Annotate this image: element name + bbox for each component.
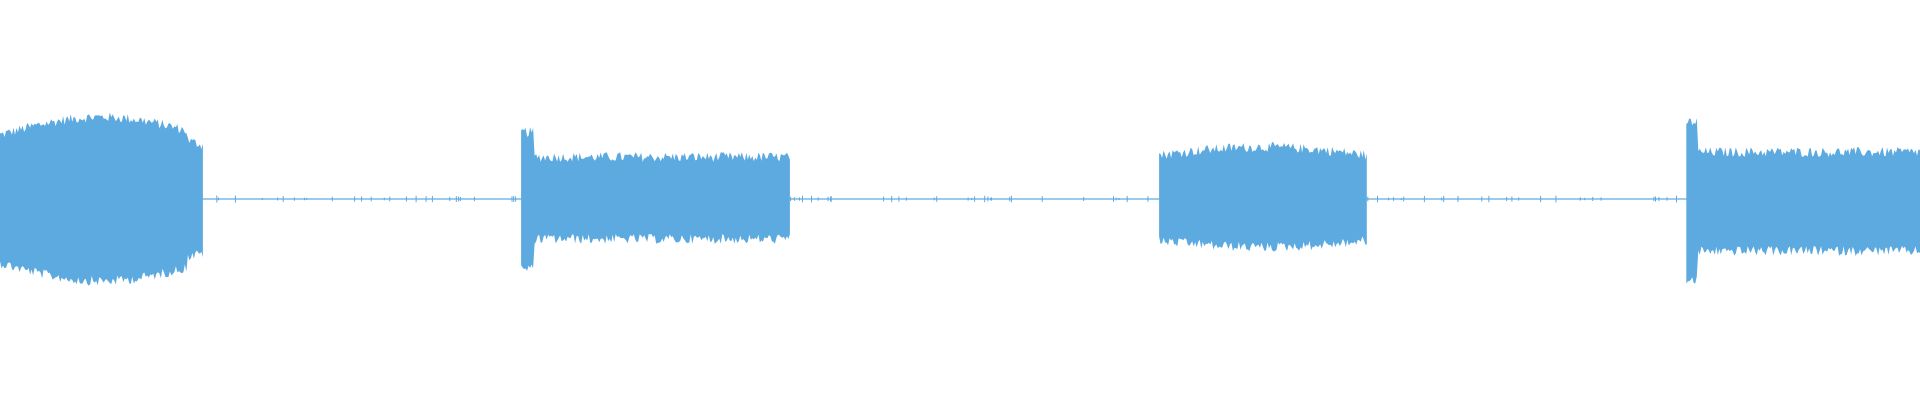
waveform-burst xyxy=(0,112,203,286)
waveform-burst xyxy=(521,127,790,271)
waveform-burst xyxy=(1159,142,1367,252)
waveform-burst xyxy=(1686,118,1920,284)
